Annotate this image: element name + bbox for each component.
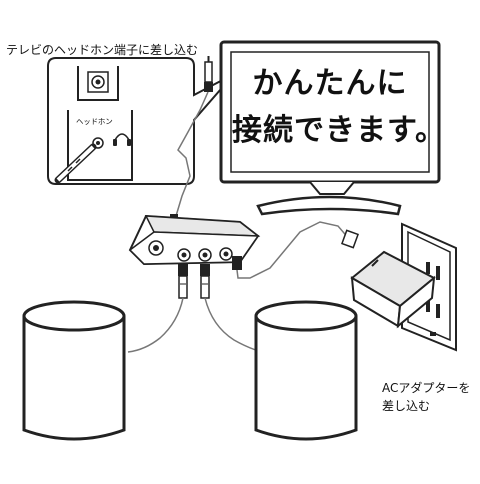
speaker-cables xyxy=(127,297,263,353)
tv-screen-text-line2: 接続できます。 xyxy=(232,113,446,148)
ac-adapter-label-line2: 差し込む xyxy=(382,399,431,413)
tv-screen-text-line1: かんたんに xyxy=(252,66,408,101)
speaker-plugs xyxy=(178,264,210,299)
right-speaker xyxy=(254,300,358,441)
ac-adapter xyxy=(350,250,436,329)
headphone-label: ヘッドホン xyxy=(76,117,113,126)
power-cable xyxy=(232,221,359,279)
audio-switch-box xyxy=(128,214,261,266)
headphone-jack-callout xyxy=(47,57,235,185)
headphone-icon xyxy=(113,133,131,146)
left-speaker xyxy=(22,300,126,441)
plug-in-callout xyxy=(54,143,97,184)
tv xyxy=(219,40,441,216)
ac-adapter-label-line1: ACアダプターを xyxy=(382,381,471,395)
tv-jack-instruction-label: テレビのヘッドホン端子に差し込む xyxy=(6,43,199,57)
tv-screen xyxy=(230,51,430,173)
